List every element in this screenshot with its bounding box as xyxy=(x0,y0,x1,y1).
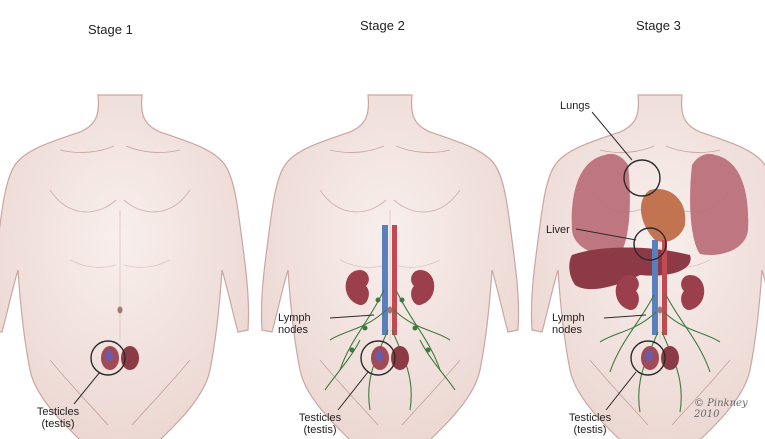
stage-2-torso xyxy=(261,95,518,439)
stage-3-testicles-label: Testicles (testis) xyxy=(556,412,624,436)
stage-3-liver-label: Liver xyxy=(546,224,580,236)
stage-3-testicles-text: Testicles xyxy=(556,412,624,424)
stage-1-torso xyxy=(0,95,249,439)
stage-2-lymph-sub: nodes xyxy=(278,324,324,336)
stage-3-torso xyxy=(531,95,765,439)
stage-3-lymph-text: Lymph xyxy=(552,312,598,324)
stage-1-testicles-sub: (testis) xyxy=(24,418,92,430)
stage-2-testicles-text: Testicles xyxy=(286,412,354,424)
stage-2-lymph-text: Lymph xyxy=(278,312,324,324)
stage-1-testicles-text: Testicles xyxy=(24,406,92,418)
artist-signature: © Pinkney 2010 xyxy=(694,398,765,420)
stage-3-lungs-label: Lungs xyxy=(560,100,600,112)
stage-2-lymph-label: Lymph nodes xyxy=(278,312,324,336)
stage-3-lymph-sub: nodes xyxy=(552,324,598,336)
stage-2-testicles-sub: (testis) xyxy=(286,424,354,436)
stage-3-testicles-sub: (testis) xyxy=(556,424,624,436)
stage-3-lymph-label: Lymph nodes xyxy=(552,312,598,336)
stage-1-testicles-label: Testicles (testis) xyxy=(24,406,92,430)
stage-2-testicles-label: Testicles (testis) xyxy=(286,412,354,436)
